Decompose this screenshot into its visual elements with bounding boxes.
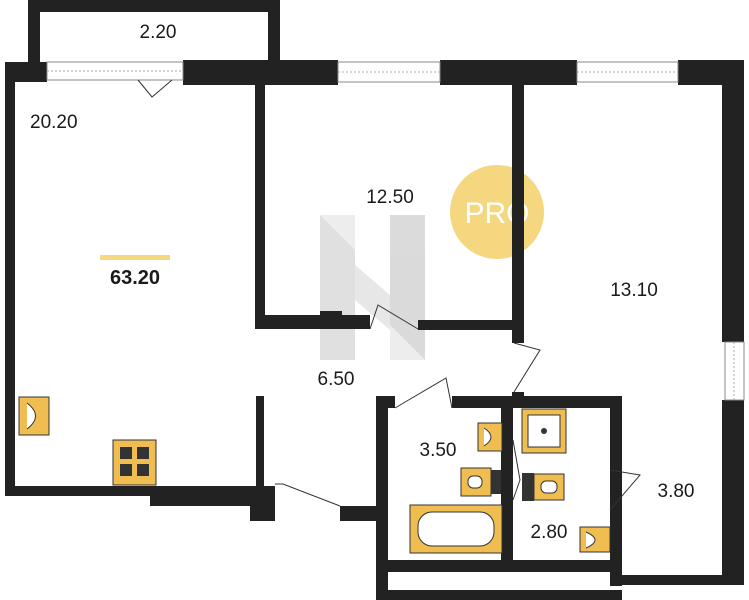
door-bathroom xyxy=(394,377,453,409)
area-label-kitchen-living: 20.20 xyxy=(30,112,78,133)
door-entrance xyxy=(275,483,341,507)
toilet-icon xyxy=(522,473,565,501)
sink-icon xyxy=(477,422,503,452)
door-bedroom xyxy=(369,304,419,330)
area-label-hallway: 6.50 xyxy=(318,369,355,390)
area-label-toilet: 2.80 xyxy=(531,522,568,543)
window-bedroom xyxy=(337,61,441,83)
door-toilet xyxy=(512,439,521,501)
windows xyxy=(46,61,745,401)
stove-icon xyxy=(112,439,157,486)
total-area-label: 63.20 xyxy=(110,267,160,289)
doors xyxy=(137,79,641,511)
walls xyxy=(5,0,744,600)
pro-badge: PRO xyxy=(450,165,544,259)
area-label-balcony: 2.20 xyxy=(140,22,177,43)
total-area-bar xyxy=(100,255,170,260)
door-closet xyxy=(609,469,641,511)
shower-icon xyxy=(521,408,567,454)
sink-icon xyxy=(18,396,50,436)
door-living xyxy=(513,342,541,393)
bathtub-icon xyxy=(409,504,503,554)
door-balcony xyxy=(137,79,173,98)
area-label-bedroom: 12.50 xyxy=(366,187,414,208)
watermark-logo xyxy=(320,215,425,360)
area-label-living-room: 13.10 xyxy=(610,280,658,301)
sink-icon xyxy=(579,526,611,553)
toilet-icon xyxy=(460,467,501,497)
area-label-bathroom: 3.50 xyxy=(420,440,457,461)
area-label-closet: 3.80 xyxy=(658,481,695,502)
